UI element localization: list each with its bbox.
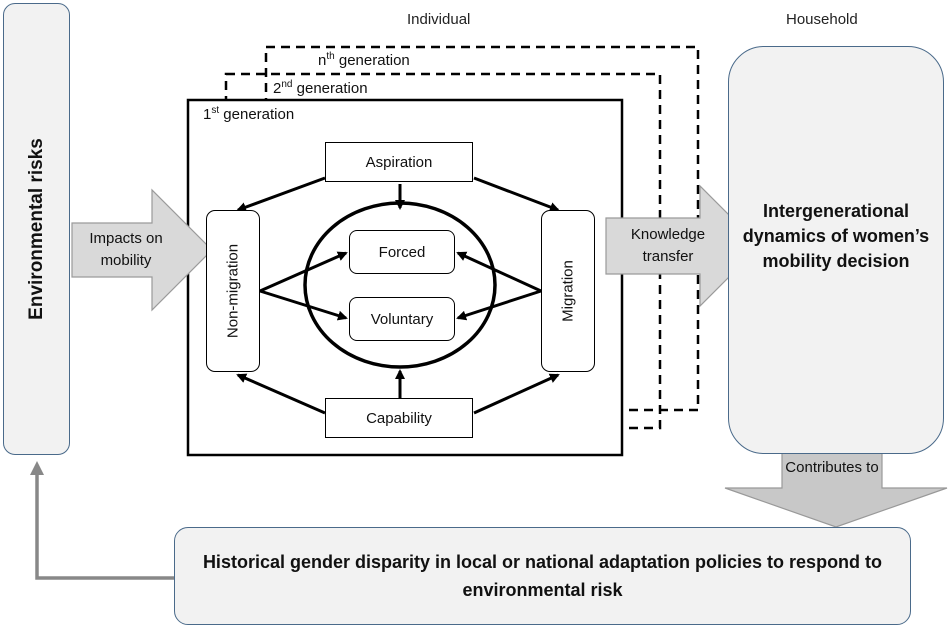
non-migration-label: Non-migration [224,243,242,339]
decision-ellipse [303,201,497,369]
arrow-aspiration-nonmigration [236,176,326,212]
environmental-risks-box: Environmental risks [3,3,70,455]
migration-box: Migration [541,210,595,372]
contributes-block-arrow [724,447,948,528]
voluntary-box: Voluntary [349,297,455,341]
arrow-aspiration-migration [473,176,560,212]
historical-gender-disparity-label: Historical gender disparity in local or … [202,552,883,600]
first-generation-label: 1st generation [203,105,295,123]
forced-box: Forced [349,230,455,274]
intergenerational-label: Intergenerational dynamics of women’s mo… [742,201,930,271]
knowledge-transfer-label: Knowledge transfer [630,226,706,265]
migration-label: Migration [559,260,577,322]
second-generation-label: 2nd generation [273,79,368,97]
impacts-on-mobility-label: Impacts on mobility [89,230,163,269]
household-header: Household [786,11,858,28]
arrow-nonmig-voluntary [259,289,348,321]
environmental-risks-label: Environmental risks [25,138,47,320]
non-migration-box: Non-migration [206,210,260,372]
arrow-mig-forced [456,251,542,293]
capability-box: Capability [325,398,473,438]
arrow-capability-nonmigration [236,373,326,415]
impacts-block-arrow [71,188,213,312]
nth-generation-label: nth generation [318,51,410,69]
arrow-mig-voluntary [456,289,542,321]
individual-header: Individual [407,11,471,28]
arrow-nonmig-forced [259,251,348,293]
feedback-arrow [30,461,174,580]
aspiration-box: Aspiration [325,142,473,182]
intergenerational-box: Intergenerational dynamics of women’s mo… [728,46,944,454]
historical-gender-disparity-box: Historical gender disparity in local or … [174,527,911,625]
contributes-to-label: Contributes to [785,459,879,476]
arrow-capability-migration [473,373,560,415]
